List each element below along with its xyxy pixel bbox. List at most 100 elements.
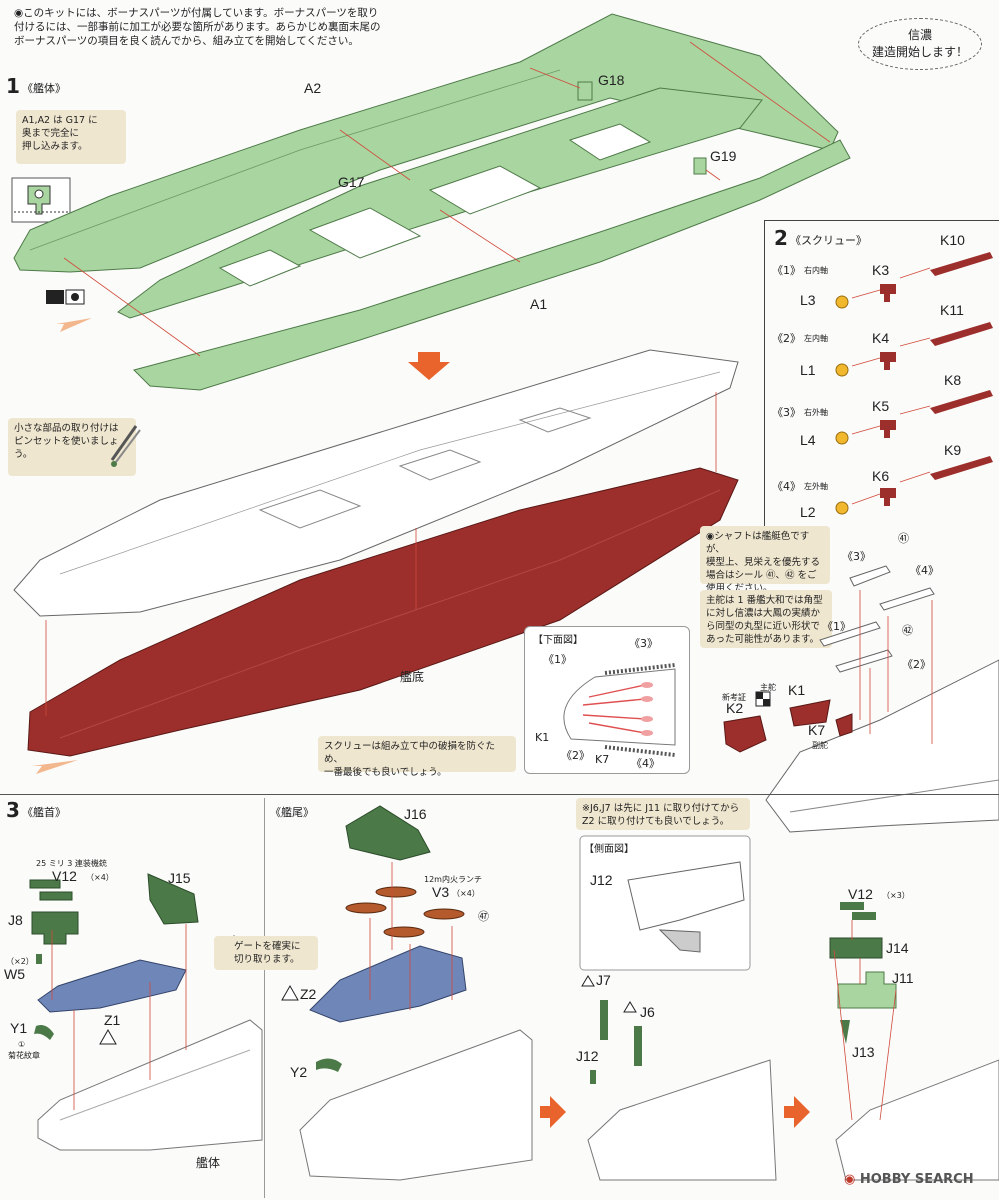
screw-note-line: 一番最後でも良いでしょう。	[324, 767, 447, 778]
part-j12	[590, 1070, 596, 1084]
label-j12-side: J12	[590, 872, 613, 888]
label-k8: K8	[944, 372, 962, 388]
stern-hull-2	[587, 1059, 777, 1181]
step3-number: 3	[6, 798, 20, 822]
label-k1: K1	[788, 682, 806, 698]
warning-icon	[99, 1028, 117, 1045]
part-g18	[577, 81, 593, 101]
shaft-note-line: 使用ください。	[706, 583, 773, 594]
part-v12-group-b	[840, 902, 876, 920]
step3-heading-stern: 《艦尾》	[270, 806, 314, 819]
label-v3-mult: （×4）	[452, 889, 480, 898]
label-j16: J16	[404, 806, 427, 822]
j-note-line: ※J6,J7 は先に J11 に取り付けてから	[582, 803, 740, 814]
new-research-icon	[755, 691, 771, 707]
next-arrow-icon	[540, 1096, 566, 1128]
tip-line: A1,A2 は G17 に	[22, 115, 98, 126]
side-view-title: 【側面図】	[584, 844, 634, 855]
intro-line: 付けるには、一部事前に加工が必要な箇所があります。あらかじめ裏面末尾の	[14, 21, 381, 33]
part-j15	[147, 873, 199, 925]
bracket-parts	[880, 284, 896, 506]
label-z1: Z1	[104, 1012, 121, 1028]
label-k6: K6	[872, 468, 890, 484]
part-z1	[37, 959, 187, 1013]
part-k2	[723, 715, 767, 753]
label-hull-bottom: 艦底	[400, 670, 425, 684]
part-j7	[600, 1000, 608, 1040]
part-j13	[840, 1020, 850, 1044]
rudder-note: 主舵は 1 番艦大和では角型 に対し信濃は大鳳の実績か ら同型の丸型に近い形状で…	[700, 590, 832, 648]
warning-icon	[623, 1001, 637, 1013]
label-a1: A1	[530, 296, 548, 312]
rudder-note-line: に対し信濃は大鳳の実績か	[706, 608, 821, 619]
bottom-view-title: 【下面図】	[533, 635, 583, 646]
label-l3: L3	[800, 292, 816, 308]
part-y2	[316, 1058, 342, 1072]
part-z2	[309, 945, 467, 1023]
part-g19	[693, 157, 707, 175]
label-j14: J14	[886, 940, 909, 956]
part-a2	[13, 13, 839, 273]
label-z2: Z2	[300, 986, 317, 1002]
watermark-text: HOBBY SEARCH	[859, 1172, 974, 1187]
watermark-icon: ◉	[844, 1172, 860, 1187]
label-j11: J11	[892, 970, 914, 986]
bv-label-k1: K1	[535, 731, 550, 744]
part-j11	[837, 971, 897, 1009]
shaft-parts	[930, 252, 993, 480]
part-j14	[829, 937, 883, 959]
shaft-note-line: ◉シャフトは艦艇色ですが、	[706, 531, 810, 555]
label-k3: K3	[872, 262, 890, 278]
label-circ47: ㊼	[478, 910, 489, 923]
step3-heading-bow: 《艦首》	[22, 806, 66, 819]
stern-bow-hull	[299, 1029, 533, 1181]
step1-tip: A1,A2 は G17 に 奥まで完全に 押し込みます。	[16, 110, 126, 164]
label-j13: J13	[852, 1044, 875, 1060]
label-k4: K4	[872, 330, 890, 346]
label-g18: G18	[598, 72, 625, 88]
label-l2: L2	[800, 504, 816, 520]
row3-no: 《3》	[772, 406, 801, 419]
label-crest: 菊花紋章	[8, 1051, 40, 1060]
bv-label-4: 《4》	[631, 757, 660, 770]
bv-label-2: 《2》	[561, 749, 590, 762]
tip-line: 押し込みます。	[22, 141, 88, 152]
label-j12: J12	[576, 1048, 599, 1064]
label-j7: J7	[596, 972, 611, 988]
tweezer-line: 小さな部品の取り付けは	[14, 423, 119, 434]
tip-line: 奥まで完全に	[22, 128, 80, 139]
warning-icon	[281, 984, 299, 1001]
label-w5: W5	[4, 966, 25, 982]
assembly-d42: ㊷	[902, 624, 913, 637]
part-v12-group	[29, 879, 73, 901]
part-j6	[634, 1026, 642, 1066]
bottom-view-box: 【下面図】 《1》 《3》 K1 《2》 K7 《4》	[524, 626, 690, 774]
shaft-note-line: 場合はシール ㊶、㊷ をご	[706, 570, 817, 581]
label-l1: L1	[800, 362, 816, 378]
gate-line: 切り取ります。	[234, 954, 300, 965]
direction-arrow-icon	[32, 760, 78, 774]
direction-arrow-icon	[56, 318, 92, 332]
pin-detail-icon	[11, 177, 71, 223]
step2-frame	[764, 220, 999, 221]
watermark: ◉ HOBBY SEARCH	[844, 1172, 974, 1187]
rudder-note-line: 主舵は 1 番艦大和では角型	[706, 595, 823, 606]
label-v12-b: V12	[848, 886, 873, 902]
label-k2: K2	[726, 700, 744, 716]
main-rudder-label: 主舵	[760, 683, 776, 692]
row1-no: 《1》	[772, 264, 801, 277]
label-y1: Y1	[10, 1020, 28, 1036]
gate-note: ゲートを確実に 切り取ります。	[214, 936, 318, 970]
intro-line: ボーナスパーツの項目を良く読んでから、組み立てを開始してください。	[14, 35, 359, 47]
new-research-label: 新考証	[722, 693, 746, 702]
tweezers-icon	[110, 425, 141, 467]
assembly-s2: 《2》	[902, 658, 931, 671]
hull-bottom	[27, 467, 739, 757]
assembled-hull	[13, 349, 739, 617]
step3-divider	[0, 794, 999, 795]
bubble-line: 信濃	[907, 28, 932, 42]
